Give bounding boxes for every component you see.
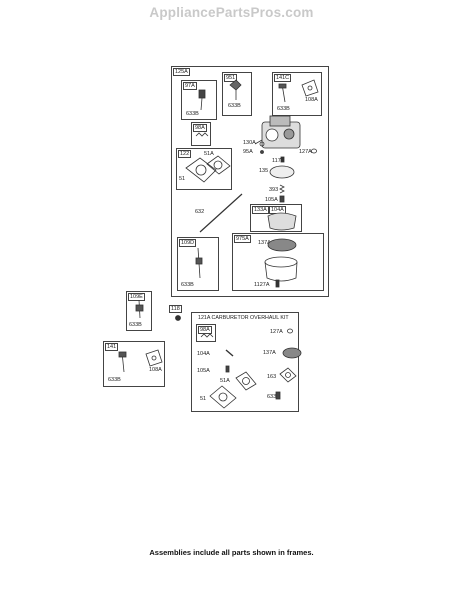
kit-part-137a: 137A [263,350,276,356]
footer-note: Assemblies include all parts shown in fr… [149,548,314,557]
kit-pin-104a [225,349,234,357]
rod-part-109e [135,299,144,319]
link-part-632 [199,193,243,233]
air-filter-part-975a [264,238,298,288]
part-633b: 633B [108,377,121,383]
frame-109d [177,237,219,291]
kit-gasket-163 [279,367,297,383]
kit-part-633b-shape [275,391,281,400]
kit-float-137a [282,347,302,359]
part-633b: 633B [228,103,241,109]
part-393: 393 [269,187,279,193]
part-108a: 108A [305,97,318,103]
part-632: 632 [195,209,205,215]
kit-title: 121A CARBURETOR OVERHAUL KIT [198,315,289,321]
screw-part-118 [175,315,181,321]
frame-141 [103,341,165,387]
tag-141: 141 [105,343,119,351]
part-105a: 105A [265,197,278,203]
frame-141c [272,72,322,116]
gasket-part-122 [185,155,231,183]
part-1127a: 1127A [254,282,270,288]
part-633b: 633B [181,282,194,288]
kit-part-51: 51 [200,396,207,402]
kit-part-163: 163 [267,374,277,380]
tag-118: 118 [169,305,182,313]
part-51a: 51A [204,151,214,157]
rod-part-109d [195,247,203,279]
float-part-135 [269,165,295,179]
kit-oring-127a [287,328,293,334]
part-51: 51 [179,176,186,182]
frame-122 [176,148,232,190]
part-633b: 633B [129,322,142,328]
throttle-lever-part [198,89,206,111]
part-117: 117 [272,158,281,164]
frame-951 [222,72,252,116]
tag-975a: 975A [234,235,251,243]
bracket-part-141c [278,79,319,103]
kit-part-51a: 51A [220,378,230,384]
kit-gasket-51a [235,371,257,391]
part-108a: 108A [149,367,162,373]
frame-109e [126,291,152,331]
kit-gasket-51 [209,385,237,409]
small-part-95a [260,150,264,154]
tag-kit-98a: 98A [198,326,212,334]
frame-975a [232,233,324,291]
float-bowl-part-133a [267,212,297,231]
part-105a-shape [279,195,285,203]
watermark: AppliancePartsPros.com [149,5,314,20]
tag-109e: 109E [128,293,145,301]
tag-133a: 133A [252,206,269,214]
bracket-part-141 [118,349,163,373]
frame-97a [181,80,217,120]
kit-spring-98a [200,333,214,338]
kit-part-105a: 105A [197,368,210,374]
spring-part-393 [279,184,285,194]
tag-97a: 97A [183,82,197,90]
part-95a: 95A [243,149,253,155]
kit-part-127a: 127A [270,329,283,335]
part-137a: 137A [258,240,271,246]
kit-part-105a-shape [225,365,230,373]
tag-109d: 109D [179,239,197,247]
kit-part-104a: 104A [197,351,210,357]
frame-98a [191,122,211,146]
frame-125a [171,66,329,297]
carburetor-body [254,115,301,149]
needle-part-117 [280,156,285,163]
tag-122: 122 [178,150,192,158]
frame-133a [250,204,302,232]
part-127a: 127A [299,149,312,155]
spring-part-98a [195,132,209,137]
kit-part-633b: 633B [267,394,280,400]
part-633b: 633B [186,111,199,117]
lever-part-951 [229,79,242,100]
tag-125a: 125A [173,68,190,76]
tag-98a: 98A [193,124,207,132]
oring-part-127a [311,148,317,154]
frame-carburetor-overhaul-kit [191,312,299,412]
part-633b: 633B [277,106,290,112]
part-135: 135 [259,168,269,174]
tag-141c: 141C [274,74,292,82]
tag-951: 951 [224,74,238,82]
small-part-130a [259,141,265,147]
part-130a: 130A [243,140,256,146]
frame-kit-98a [196,324,216,342]
